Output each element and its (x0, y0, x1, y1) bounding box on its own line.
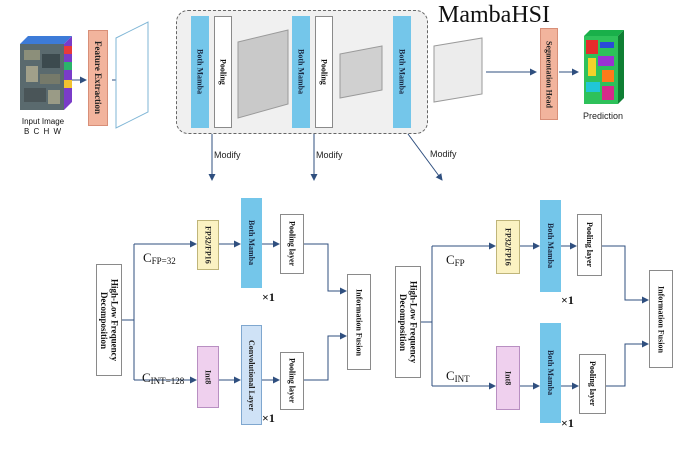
left-fusion-box: Information Fusion (347, 274, 371, 370)
input-image-caption: Input Image B C H W (6, 117, 80, 137)
feature-extraction-box: Feature Extraction (88, 30, 108, 126)
left-c-fp-main: C (143, 250, 152, 265)
input-image-cube (14, 36, 72, 112)
left-c-int-sub: INT=128 (150, 376, 185, 386)
left-fp-box: FP32/FP16 (197, 220, 219, 270)
segmentation-head-box: Segmentation Head (540, 28, 558, 120)
right-c-int-main: C (446, 368, 455, 383)
top-feature-sheet-3 (432, 36, 484, 104)
prediction-map (580, 30, 624, 106)
top-feature-sheet-2 (338, 44, 384, 102)
right-c-int-label: CINT (446, 368, 470, 384)
input-caption-line1: Input Image (21, 117, 65, 126)
right-pooling-bottom: Pooling layer (579, 354, 606, 414)
right-times-bottom: ×1 (561, 416, 574, 430)
right-mamba-top: Both Mamba (540, 200, 561, 292)
diagram-title: MambaHSI (438, 2, 550, 28)
right-int8-box: Int8 (496, 346, 520, 410)
modify-label-1: Modify (214, 150, 241, 160)
top-mamba-block-3: Both Mamba (393, 16, 411, 128)
right-pooling-top: Pooling layer (577, 214, 602, 276)
feature-map-sheet (114, 20, 150, 130)
right-decomp-box: High-Low Frequency Decomposition (395, 266, 421, 378)
left-c-fp-sub: FP=32 (151, 256, 176, 266)
top-mamba-block-2: Both Mamba (292, 16, 310, 128)
right-c-fp-sub: FP (454, 258, 465, 268)
left-mamba-block: Both Mamba (241, 198, 262, 288)
left-int8-box: Int8 (197, 346, 219, 408)
left-times-top: ×1 (262, 290, 275, 304)
top-pooling-block-1: Pooling (214, 16, 232, 128)
right-mamba-bottom: Both Mamba (540, 323, 561, 423)
prediction-caption: Prediction (583, 111, 624, 121)
right-fusion-box: Information Fusion (649, 270, 673, 368)
right-c-fp-label: CFP (446, 252, 465, 268)
left-c-int-main: C (142, 370, 151, 385)
top-pooling-block-2: Pooling (315, 16, 333, 128)
left-pooling-top: Pooling layer (280, 214, 304, 274)
right-c-fp-main: C (446, 252, 455, 267)
input-caption-line2: B C H W (23, 127, 63, 136)
top-feature-sheet-1 (236, 28, 290, 120)
right-fp-box: FP32/FP16 (496, 220, 520, 274)
left-times-bottom: ×1 (262, 411, 275, 425)
left-pooling-bottom: Pooling layer (280, 352, 304, 410)
top-mamba-block-1: Both Mamba (191, 16, 209, 128)
left-c-int-label: CINT=128 (142, 370, 184, 386)
left-decomp-box: High-Low Frequency Decomposition (96, 264, 122, 376)
modify-label-2: Modify (316, 150, 343, 160)
left-c-fp-label: CFP=32 (143, 250, 176, 266)
right-times-top: ×1 (561, 293, 574, 307)
right-c-int-sub: INT (454, 374, 470, 384)
modify-label-3: Modify (430, 149, 457, 159)
left-conv-block: Convolutional Layer (241, 325, 262, 425)
